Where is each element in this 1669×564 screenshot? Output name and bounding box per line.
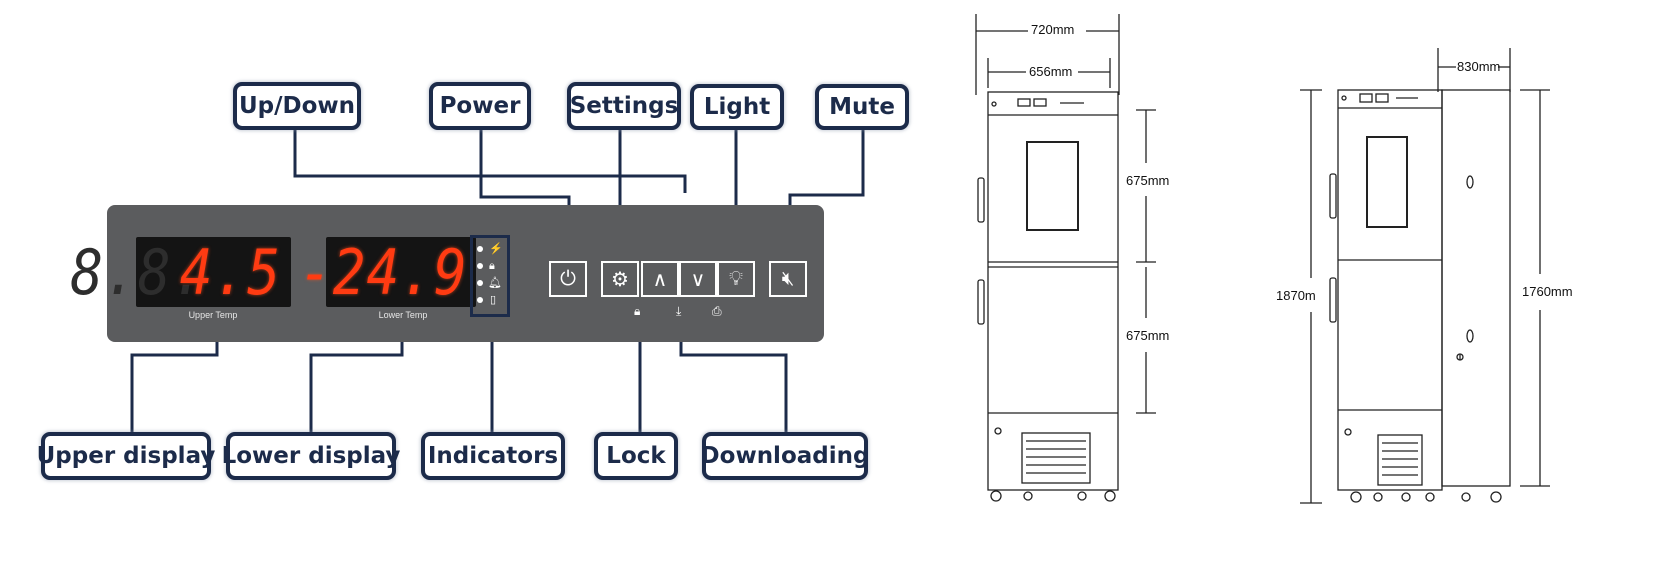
front-width-outer: 720mm [1031,22,1075,37]
upper-display-value: 4.5 [179,236,281,309]
settings-button[interactable]: ⚙ [601,261,639,297]
callout-settings: Settings [567,82,681,130]
door-icon: ▯ [490,294,497,306]
lock-icon: 🔒︎ [489,260,495,272]
indicator-dot [477,297,483,303]
callout-light: Light [690,84,784,130]
lower-display: -24.9 [299,237,476,307]
lock-icon: 🔒︎ [634,304,641,318]
callout-indicators: Indicators [421,432,565,480]
up-button[interactable]: ∧ [641,261,679,297]
indicator-dot [477,246,483,252]
callout-lock: Lock [594,432,678,480]
printer-icon: ⎙ [712,304,722,318]
chevron-down-icon: ∨ [690,268,706,291]
indicator-dot [477,263,483,269]
callout-power: Power [429,82,531,130]
callout-upper-display: Upper display [37,432,215,480]
power-button[interactable]: ⏻ [549,261,587,297]
front-view-drawing [975,14,1156,502]
side-view-drawing [1300,48,1550,504]
front-width-inner: 656mm [1029,64,1073,79]
down-button[interactable]: ∨ [679,261,717,297]
side-body-height: 1760mm [1522,284,1573,299]
callout-downloading: Downloading [701,432,869,480]
mute-speaker-icon: 🔇︎ [781,267,795,290]
lower-display-label: Lower Temp [378,310,428,320]
upper-display: 8.8. 4.5 [70,236,291,309]
connector-up-down [293,130,687,193]
alarm-bell-icon: 🔔︎ [488,277,502,289]
gear-icon: ⚙ [611,268,629,291]
upper-display-label: Upper Temp [188,310,238,320]
chevron-up-icon: ∧ [652,268,668,291]
indicator-dot [477,280,483,286]
upper-display-ghost: 8.8. [70,236,205,309]
light-bulb-icon: 💡︎ [729,267,743,290]
download-icon: ⤓ [676,304,682,318]
side-total-height: 1870m [1276,288,1316,303]
callout-up-down: Up/Down [233,82,361,130]
power-icon: ⏻ [560,267,576,290]
front-upper-door-height: 675mm [1126,173,1170,188]
lower-display-value: -24.9 [299,236,468,309]
light-button[interactable]: 💡︎ [717,261,755,297]
bolt-icon: ⚡ [489,243,503,255]
mute-button[interactable]: 🔇︎ [769,261,807,297]
callout-mute: Mute [815,84,909,130]
front-lower-door-height: 675mm [1126,328,1170,343]
indicator-group: ⚡ 🔒︎ 🔔︎ ▯ [470,235,510,317]
callout-lower-display: Lower display [222,432,400,480]
side-depth: 830mm [1457,59,1501,74]
